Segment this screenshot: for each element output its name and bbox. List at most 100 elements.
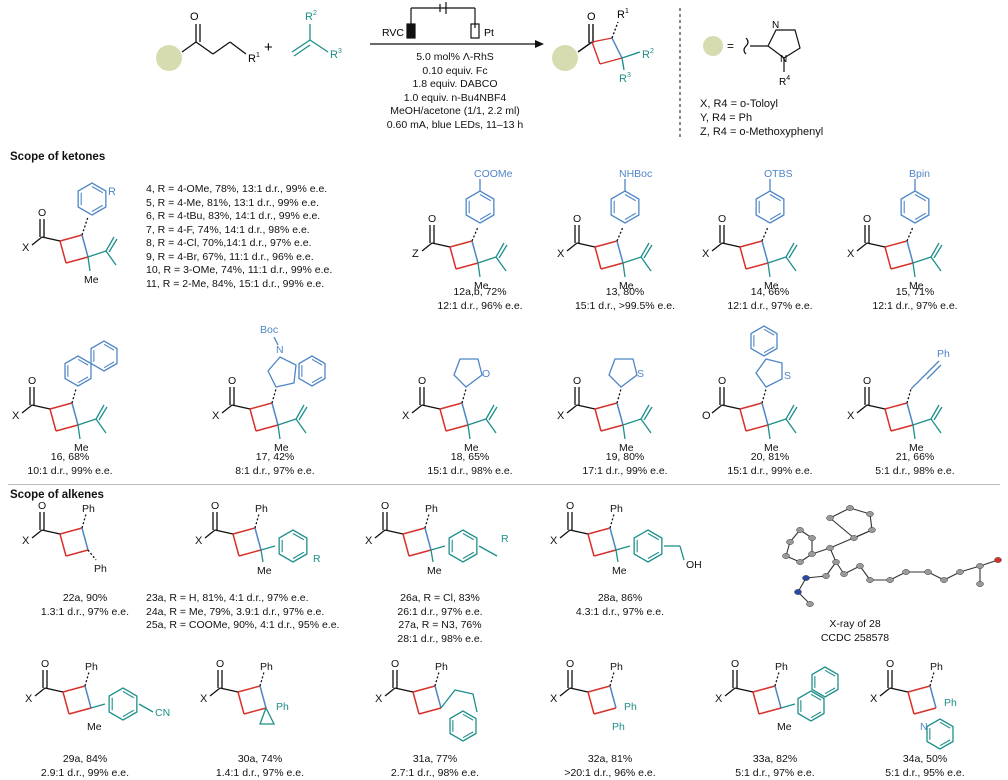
bond	[721, 404, 741, 410]
bond	[745, 424, 769, 432]
condition-line: MeOH/acetone (1/1, 2.2 ml)	[390, 105, 520, 117]
phenyl-label: Ph	[85, 661, 98, 673]
bond	[856, 242, 868, 252]
bond	[912, 256, 932, 264]
bond	[221, 404, 233, 414]
bond	[559, 687, 571, 697]
phenyl-label: Ph	[276, 701, 289, 713]
bond	[462, 731, 474, 739]
bond	[105, 236, 115, 252]
bond	[68, 707, 92, 715]
phenyl-label: Ph	[610, 661, 623, 673]
bond	[643, 406, 653, 421]
bond	[209, 687, 221, 697]
bond	[912, 418, 932, 426]
bond	[295, 404, 305, 420]
methyl-label: Me	[427, 565, 442, 577]
bond	[485, 418, 497, 434]
bond	[640, 404, 650, 420]
bond	[259, 685, 267, 709]
compound-13-label: 13, 80%15:1 d.r., >99.5% e.e.	[574, 286, 676, 312]
bond	[77, 418, 97, 426]
bond	[259, 671, 265, 687]
thermal-ellipsoid	[940, 577, 948, 583]
bond	[449, 246, 457, 270]
bond	[461, 402, 469, 426]
para-substituent: NHBoc	[619, 168, 652, 180]
product-scaffold	[552, 21, 641, 71]
bond	[930, 256, 942, 272]
bond	[640, 256, 652, 272]
bond	[467, 418, 487, 426]
oxygen-label: O	[418, 375, 426, 387]
bond	[90, 703, 106, 709]
bond	[277, 424, 281, 440]
condition-line: 5.0 mol% Λ-RhS	[416, 51, 494, 63]
bond	[624, 194, 637, 202]
benzene-ring	[750, 325, 778, 357]
bond	[594, 408, 602, 432]
bond	[214, 529, 234, 535]
bond	[418, 707, 442, 715]
bond	[711, 242, 723, 252]
bond	[421, 404, 441, 410]
bond	[643, 244, 653, 259]
bond	[647, 533, 660, 541]
bond	[71, 402, 79, 426]
reaction-scheme: O R1 + R2 R3 RVC Pt O R1 R2 R3	[156, 2, 801, 138]
bond	[478, 545, 498, 557]
bond	[449, 240, 473, 248]
bond	[424, 527, 432, 551]
bond	[767, 256, 787, 264]
bond	[292, 551, 305, 559]
compound-12-label: 12a,b, 72%12:1 d.r., 96% e.e.	[437, 286, 523, 312]
bond	[439, 408, 447, 432]
bond	[752, 685, 776, 693]
methyl-label: Me	[619, 442, 634, 454]
bond	[402, 533, 410, 557]
bond	[866, 242, 886, 248]
bond	[412, 685, 436, 693]
bond	[411, 404, 423, 414]
bond	[445, 424, 469, 432]
benzothiophene-ring	[755, 358, 783, 388]
svg-text:R3: R3	[330, 48, 342, 61]
oxygen-label: O	[566, 500, 574, 512]
bond	[622, 424, 626, 440]
bond	[44, 687, 64, 693]
thermal-ellipsoid	[994, 557, 1002, 563]
bond	[498, 244, 508, 259]
bond	[761, 226, 769, 242]
phenyl-label: Ph	[944, 697, 957, 709]
auxiliary-letter: X	[557, 248, 565, 260]
bond	[430, 545, 446, 551]
bond	[566, 242, 578, 252]
section-title-alkenes: Scope of alkenes	[10, 489, 104, 501]
bond	[204, 529, 216, 539]
pyridine-ring	[926, 718, 954, 750]
thermal-ellipsoid	[924, 569, 932, 575]
auxiliary-letter: X	[702, 248, 710, 260]
oxygen-label: O	[863, 213, 871, 225]
electrode-pt: Pt	[484, 27, 494, 39]
bond	[41, 236, 61, 242]
bond	[576, 242, 596, 248]
bond	[260, 549, 264, 563]
bond	[219, 687, 239, 693]
bond	[721, 242, 741, 248]
bond	[374, 529, 386, 539]
bond	[609, 527, 617, 551]
bond	[739, 408, 747, 432]
auxiliary-letter: X	[375, 693, 383, 705]
electrode-rvc: RVC	[382, 27, 404, 39]
bond	[767, 424, 771, 440]
bond	[408, 549, 432, 557]
bond	[587, 685, 611, 693]
bond	[249, 408, 257, 432]
methyl-label: Me	[612, 565, 627, 577]
section-title-ketones: Scope of ketones	[10, 151, 106, 163]
bond	[471, 226, 479, 242]
nitrogen-label: N	[276, 344, 284, 356]
condition-line: 0.60 mA, blue LEDs, 11–13 h	[386, 118, 524, 131]
bond	[311, 376, 323, 384]
